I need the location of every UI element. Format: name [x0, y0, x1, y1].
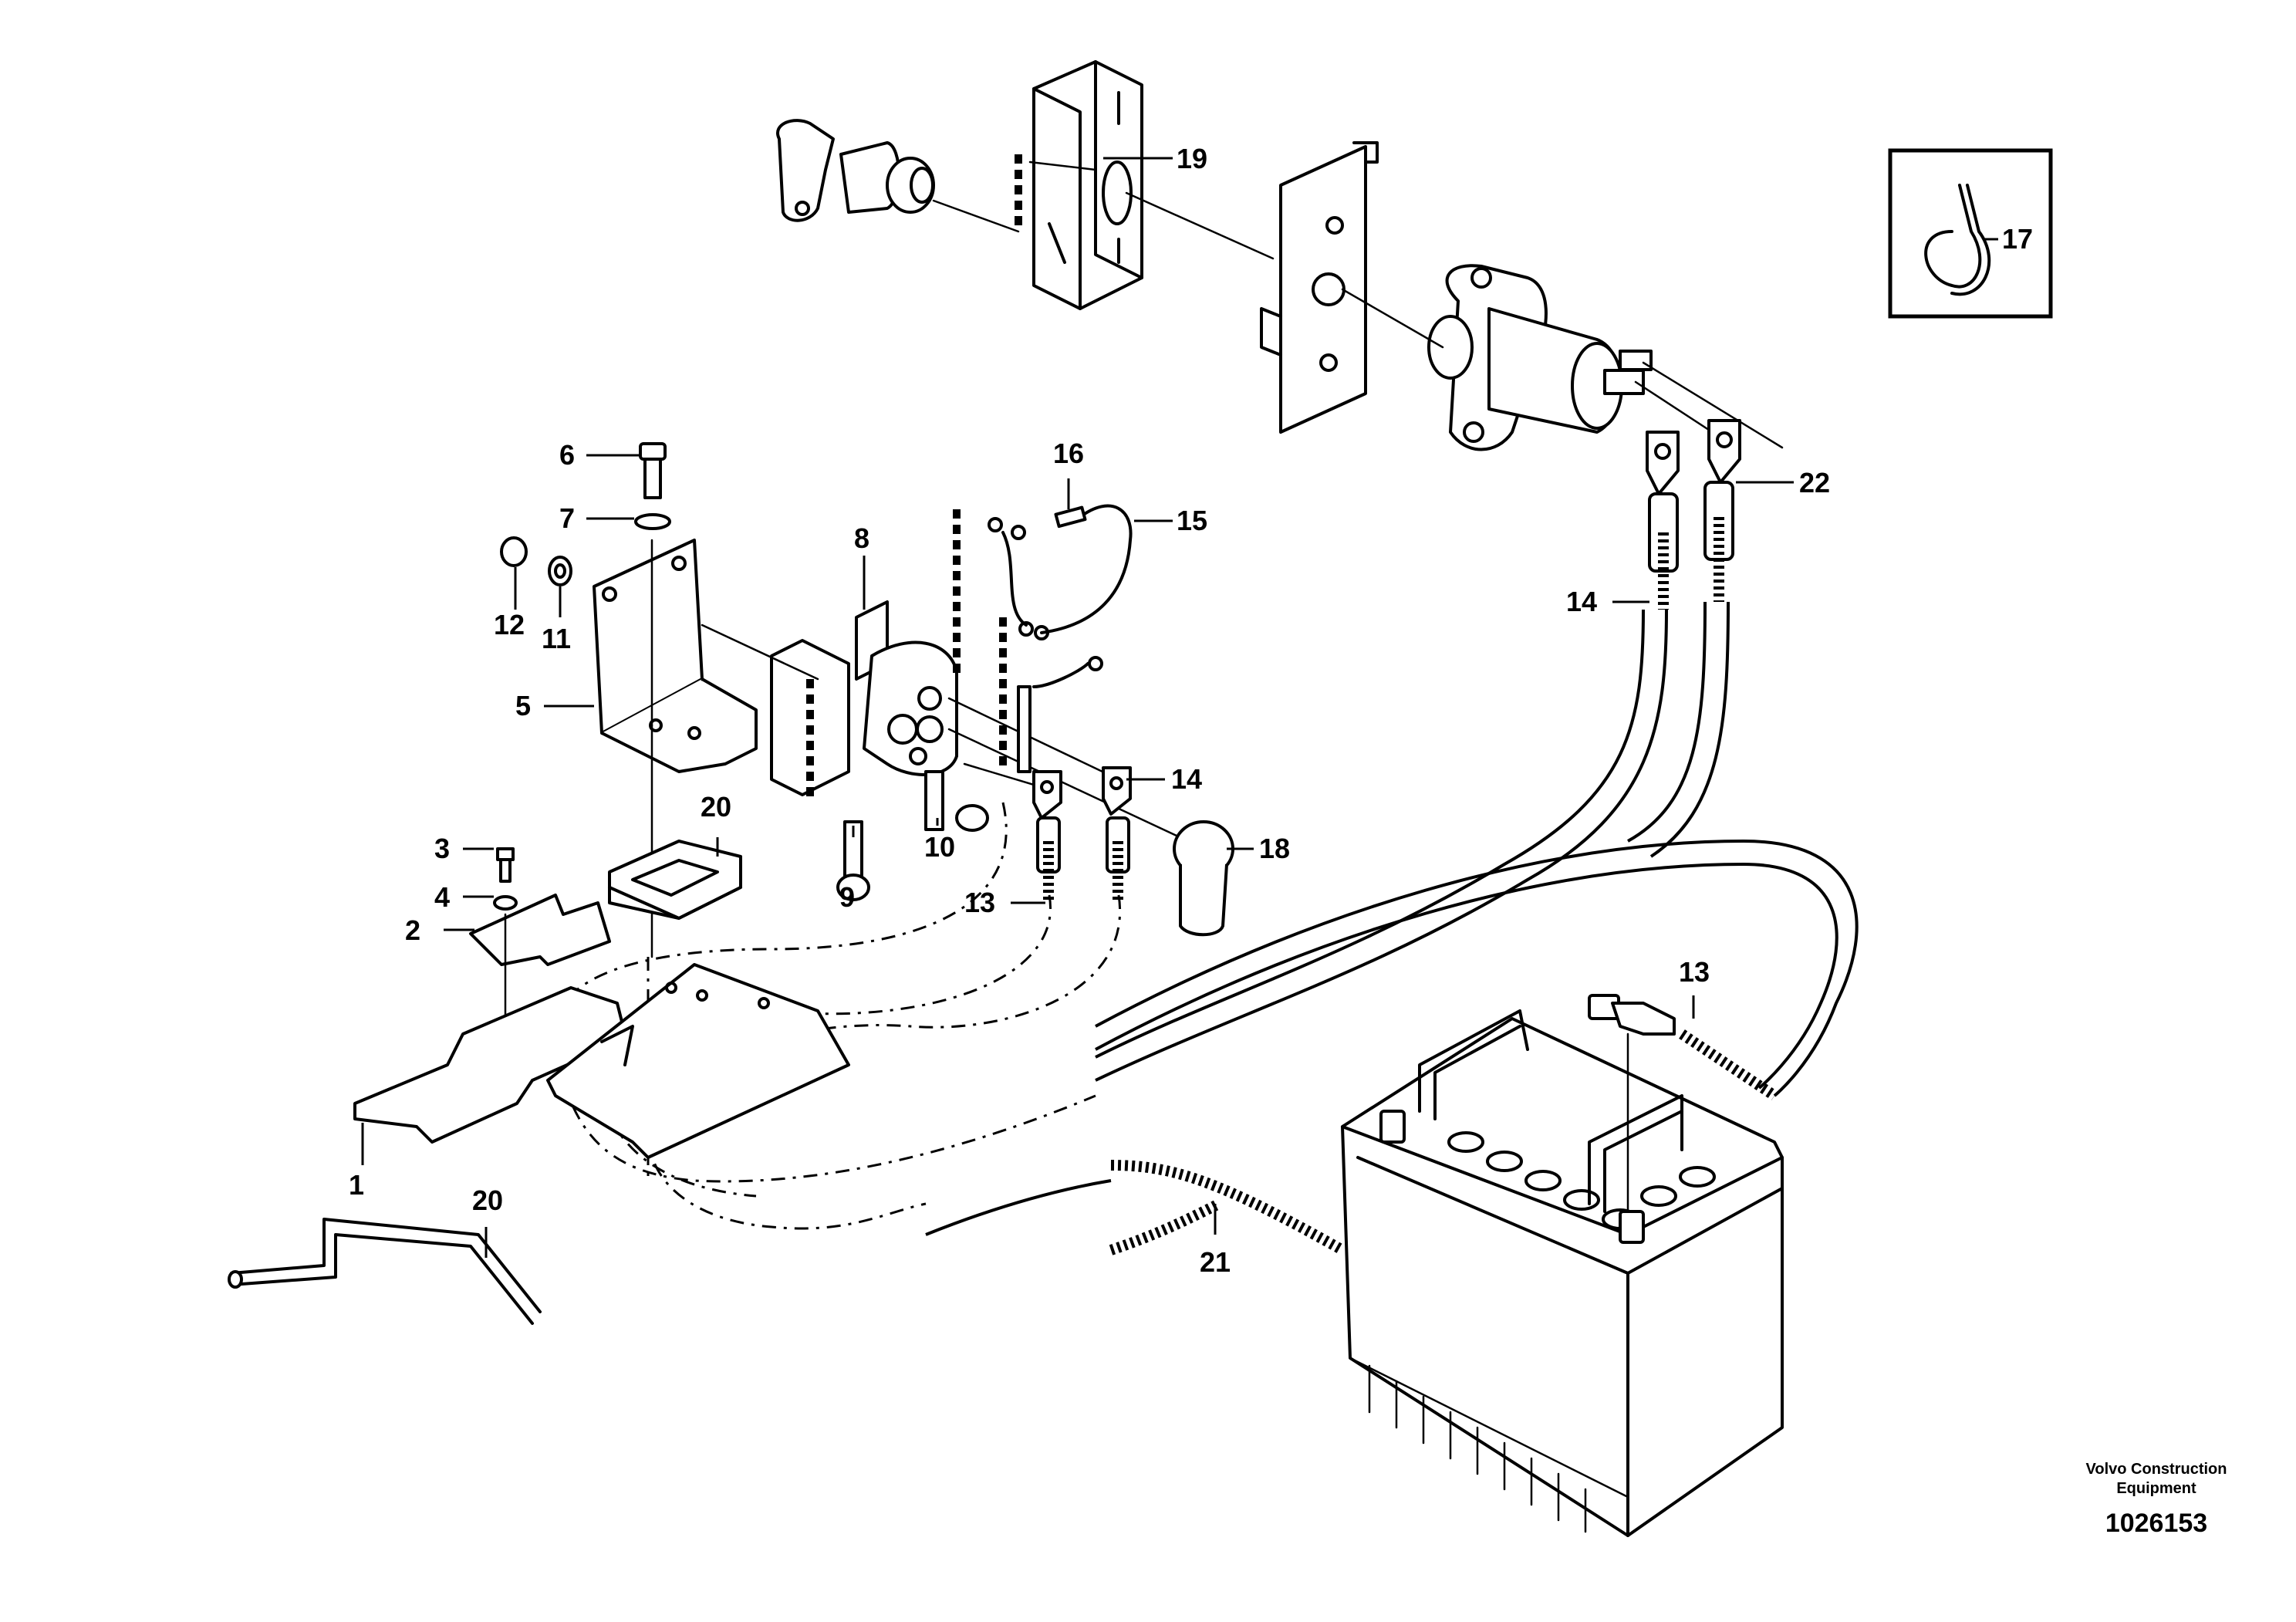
fuse-holder-assembly: [701, 600, 1190, 843]
callout-18: 18: [1259, 833, 1290, 864]
callout-14-lower: 14: [1171, 763, 1202, 795]
jumper-wire: [988, 504, 1133, 773]
support-bar: [228, 1218, 542, 1325]
mounting-bracket: [593, 539, 758, 958]
callout-20-lower: 20: [472, 1184, 503, 1216]
hatch-guides: [806, 509, 1007, 803]
terminal-boot: [1173, 820, 1234, 937]
main-cables: [1095, 601, 1859, 1097]
callout-labels: 1 2 3 4 5 6 7 8 9 10 11 12 13 13 14 14 1…: [349, 143, 2033, 1278]
callout-1: 1: [349, 1169, 364, 1201]
callout-2: 2: [405, 914, 420, 946]
bolts-9-10: [836, 770, 989, 901]
battery: [1341, 1009, 1784, 1537]
battery-terminals: [1379, 1110, 1645, 1244]
corrugated-harness: [925, 1160, 1346, 1255]
callout-10: 10: [924, 831, 955, 863]
callout-16: 16: [1053, 438, 1084, 469]
battery-relay: [1341, 264, 1784, 451]
callout-7: 7: [559, 502, 575, 534]
cable-lugs-fuse: [1032, 766, 1132, 903]
callout-15: 15: [1177, 505, 1207, 536]
leader-lines: [361, 157, 1998, 1258]
protective-cover-box: [1032, 60, 1143, 310]
callout-8: 8: [854, 522, 869, 554]
cable-lugs-top: [1646, 419, 1741, 610]
footer-mark: Volvo Construction Equipment 1026153: [2086, 1461, 2227, 1538]
connector-plug: [776, 119, 1275, 260]
callout-3: 3: [434, 833, 450, 864]
base-frame: [353, 963, 850, 1159]
battery-ribs: [1349, 1357, 1629, 1533]
callout-19: 19: [1177, 143, 1207, 174]
callout-20-upper: 20: [701, 791, 731, 823]
callout-14-upper: 14: [1566, 586, 1597, 617]
callout-22: 22: [1799, 467, 1830, 498]
callout-5: 5: [515, 690, 531, 721]
battery-clamp-cable: [1588, 994, 1778, 1213]
callout-21: 21: [1200, 1246, 1231, 1278]
callout-13-lower: 13: [1679, 956, 1710, 988]
callout-6: 6: [559, 439, 575, 471]
fasteners-top: [500, 442, 671, 586]
callout-11: 11: [542, 623, 571, 654]
company-name-line1: Volvo Construction: [2086, 1461, 2227, 1478]
document-number: 1026153: [2105, 1509, 2207, 1538]
callout-13-upper: 13: [964, 887, 995, 918]
relay-mount-plate: [1260, 141, 1379, 434]
callout-12: 12: [494, 609, 525, 640]
callout-17: 17: [2002, 223, 2033, 255]
callout-9: 9: [839, 881, 855, 913]
battery-handles: [1418, 1009, 1683, 1213]
company-name-line2: Equipment: [2116, 1480, 2196, 1497]
callout-4: 4: [434, 881, 450, 913]
inset-cable-tie: [1888, 148, 2053, 319]
rubber-grommet: [608, 840, 742, 920]
